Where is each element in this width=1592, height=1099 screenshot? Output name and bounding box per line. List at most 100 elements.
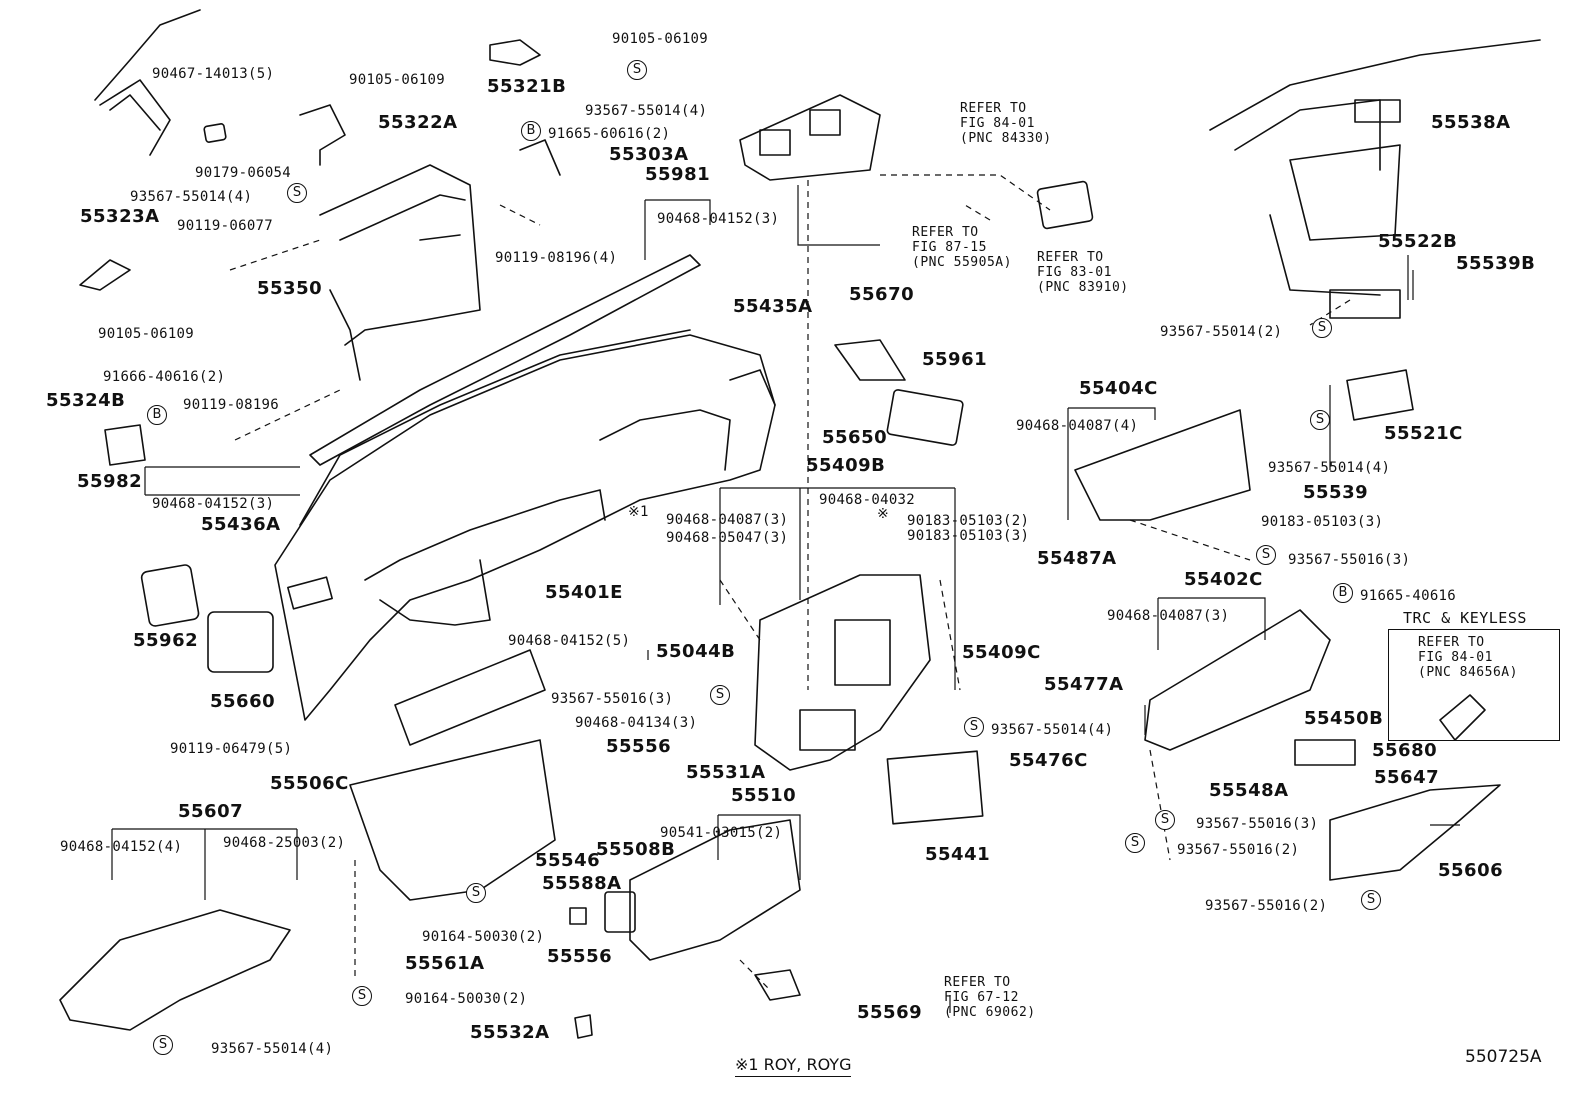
part-label-90119-08196[interactable]: 90119-08196 <box>183 397 280 413</box>
part-label-55522B[interactable]: 55522B <box>1378 231 1458 252</box>
part-label-55322A[interactable]: 55322A <box>378 112 458 133</box>
part-label-91665-60616[interactable]: 91665-60616(2) <box>548 126 671 142</box>
ref-line: REFER TO <box>1037 250 1104 265</box>
part-label-93567-55014-top[interactable]: 93567-55014(4) <box>585 103 708 119</box>
part-label-55441[interactable]: 55441 <box>925 844 991 865</box>
trc-inset-part <box>1439 694 1486 741</box>
part-label-90119-06479[interactable]: 90119-06479(5) <box>170 741 293 757</box>
part-label-90105-06109-top[interactable]: 90105-06109 <box>612 31 709 47</box>
part-label-90119-06077[interactable]: 90119-06077 <box>177 218 274 234</box>
part-label-55548A[interactable]: 55548A <box>1209 780 1289 801</box>
part-label-55508B[interactable]: 55508B <box>596 839 676 860</box>
part-label-55531A[interactable]: 55531A <box>686 762 766 783</box>
part-label-93567-55016-bottom[interactable]: 93567-55016(2) <box>1205 898 1328 914</box>
part-label-55409B[interactable]: 55409B <box>806 455 886 476</box>
b-symbol: B <box>1333 583 1353 603</box>
part-label-93567-55016-3[interactable]: 93567-55016(3) <box>1196 816 1319 832</box>
part-label-90468-04134[interactable]: 90468-04134(3) <box>575 715 698 731</box>
part-label-90468-05047[interactable]: 90468-05047(3) <box>666 530 789 546</box>
part-label-55402C[interactable]: 55402C <box>1184 569 1263 590</box>
part-label-91665-40616[interactable]: 91665-40616 <box>1360 588 1457 604</box>
part-label-55961[interactable]: 55961 <box>922 349 988 370</box>
part-label-55477A[interactable]: 55477A <box>1044 674 1124 695</box>
part-label-55521C[interactable]: 55521C <box>1384 423 1463 444</box>
part-label-90468-04152-top[interactable]: 90468-04152(3) <box>657 211 780 227</box>
part-label-55532A[interactable]: 55532A <box>470 1022 550 1043</box>
part-label-55556-lower[interactable]: 55556 <box>547 946 613 967</box>
part-label-55680[interactable]: 55680 <box>1372 740 1438 761</box>
part-label-55561A[interactable]: 55561A <box>405 953 485 974</box>
s-symbol: S <box>352 986 372 1006</box>
part-label-55660[interactable]: 55660 <box>210 691 276 712</box>
part-label-90468-04032[interactable]: 90468-04032 <box>819 492 916 508</box>
part-label-93567-55014-mid[interactable]: 93567-55014(4) <box>991 722 1114 738</box>
part-label-55303A[interactable]: 55303A <box>609 144 689 165</box>
part-label-90468-04152-left[interactable]: 90468-04152(3) <box>152 496 275 512</box>
part-label-93567-55014-right[interactable]: 93567-55014(4) <box>1268 460 1391 476</box>
part-label-55539B[interactable]: 55539B <box>1456 253 1536 274</box>
part-label-55409C[interactable]: 55409C <box>962 642 1041 663</box>
part-label-55670[interactable]: 55670 <box>849 284 915 305</box>
part-label-55323A[interactable]: 55323A <box>80 206 160 227</box>
part-label-93567-55014-bottom[interactable]: 93567-55014(4) <box>211 1041 334 1057</box>
part-label-55506C[interactable]: 55506C <box>270 773 349 794</box>
part-label-90164-50030-upper[interactable]: 90164-50030(2) <box>422 929 545 945</box>
part-label-55588A[interactable]: 55588A <box>542 873 622 894</box>
part-label-90467-14013[interactable]: 90467-14013(5) <box>152 66 275 82</box>
part-label-55607[interactable]: 55607 <box>178 801 244 822</box>
part-label-90105-06109[interactable]: 90105-06109 <box>349 72 446 88</box>
part-label-90179-06054[interactable]: 90179-06054 <box>195 165 292 181</box>
part-label-55435A[interactable]: 55435A <box>733 296 813 317</box>
refer-to-fig-87-15[interactable]: REFER TO FIG 87-15 (PNC 55905A) <box>912 225 1012 270</box>
part-label-55321B[interactable]: 55321B <box>487 76 567 97</box>
refer-to-fig-67-12[interactable]: REFER TO FIG 67-12 (PNC 69062) <box>944 975 1036 1020</box>
part-label-90183-05103-right[interactable]: 90183-05103(3) <box>1261 514 1384 530</box>
part-label-90164-50030-lower[interactable]: 90164-50030(2) <box>405 991 528 1007</box>
refer-to-fig-84-01-b[interactable]: REFER TO FIG 84-01 (PNC 84656A) <box>1418 635 1518 680</box>
refer-to-fig-83-01[interactable]: REFER TO FIG 83-01 (PNC 83910) <box>1037 250 1129 295</box>
undercover-55607 <box>59 909 291 1031</box>
part-label-55324B[interactable]: 55324B <box>46 390 126 411</box>
part-label-90468-04087-right[interactable]: 90468-04087(4) <box>1016 418 1139 434</box>
part-label-90468-04087-center[interactable]: 90468-04087(3) <box>666 512 789 528</box>
part-label-55962[interactable]: 55962 <box>133 630 199 651</box>
part-label-90468-04087-lower[interactable]: 90468-04087(3) <box>1107 608 1230 624</box>
part-label-55606[interactable]: 55606 <box>1438 860 1504 881</box>
part-label-55350[interactable]: 55350 <box>257 278 323 299</box>
ref-line: FIG 83-01 <box>1037 265 1112 280</box>
part-label-55436A[interactable]: 55436A <box>201 514 281 535</box>
refer-to-fig-84-01-a[interactable]: REFER TO FIG 84-01 (PNC 84330) <box>960 101 1052 146</box>
part-label-90105-06109-left[interactable]: 90105-06109 <box>98 326 195 342</box>
part-label-90183-05103-3[interactable]: 90183-05103(3) <box>907 528 1030 544</box>
part-label-91666-40616[interactable]: 91666-40616(2) <box>103 369 226 385</box>
part-label-55539[interactable]: 55539 <box>1303 482 1369 503</box>
part-label-55650[interactable]: 55650 <box>822 427 888 448</box>
part-label-90541-03015[interactable]: 90541-03015(2) <box>660 825 783 841</box>
part-label-55510[interactable]: 55510 <box>731 785 797 806</box>
part-label-93567-55016-center[interactable]: 93567-55016(3) <box>551 691 674 707</box>
part-label-55556-upper[interactable]: 55556 <box>606 736 672 757</box>
part-label-55476C[interactable]: 55476C <box>1009 750 1088 771</box>
part-label-55546[interactable]: 55546 <box>535 850 601 871</box>
part-label-93567-55016-right[interactable]: 93567-55016(3) <box>1288 552 1411 568</box>
ref-line: FIG 84-01 <box>960 116 1035 131</box>
part-label-55404C[interactable]: 55404C <box>1079 378 1158 399</box>
part-label-55982[interactable]: 55982 <box>77 471 143 492</box>
part-label-55044B[interactable]: 55044B <box>656 641 736 662</box>
part-label-90119-08196-4[interactable]: 90119-08196(4) <box>495 250 618 266</box>
part-label-55981[interactable]: 55981 <box>645 164 711 185</box>
part-label-55569[interactable]: 55569 <box>857 1002 923 1023</box>
part-label-90468-04152-5[interactable]: 90468-04152(5) <box>508 633 631 649</box>
part-label-55401E[interactable]: 55401E <box>545 582 623 603</box>
part-label-55538A[interactable]: 55538A <box>1431 112 1511 133</box>
part-label-93567-55016-2[interactable]: 93567-55016(2) <box>1177 842 1300 858</box>
part-label-55450B[interactable]: 55450B <box>1304 708 1384 729</box>
part-label-55487A[interactable]: 55487A <box>1037 548 1117 569</box>
part-label-93567-55014-2[interactable]: 93567-55014(2) <box>1160 324 1283 340</box>
part-label-90468-04152-4[interactable]: 90468-04152(4) <box>60 839 183 855</box>
vent-55650 <box>886 389 964 446</box>
part-label-93567-55014-left[interactable]: 93567-55014(4) <box>130 189 253 205</box>
part-label-90183-05103-2[interactable]: 90183-05103(2) <box>907 513 1030 529</box>
part-label-90468-25003[interactable]: 90468-25003(2) <box>223 835 346 851</box>
part-label-55647[interactable]: 55647 <box>1374 767 1440 788</box>
